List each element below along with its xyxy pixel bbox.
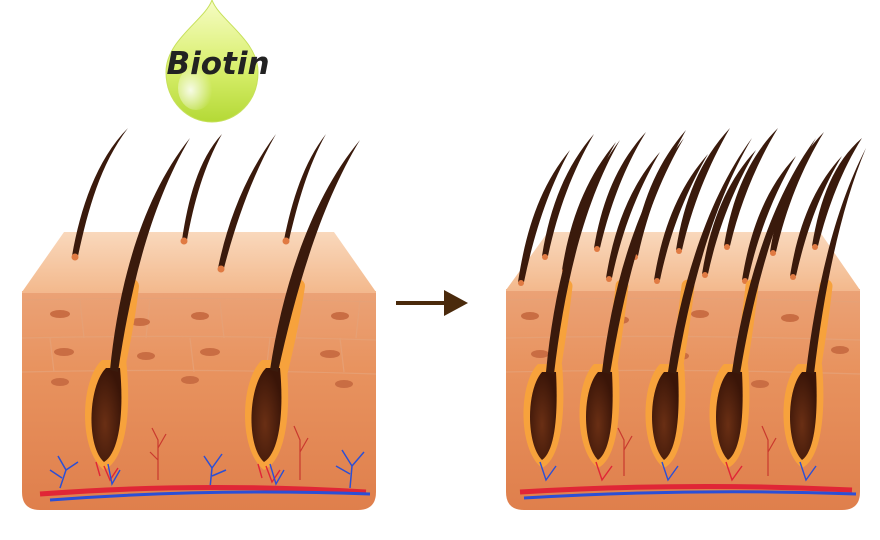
follicle-after-1 xyxy=(523,140,620,482)
artery-after xyxy=(519,483,853,495)
arrow-head-icon xyxy=(444,290,468,316)
capillaries-after xyxy=(617,425,777,476)
drop-label: Biotin xyxy=(166,46,269,82)
skin-surface-before xyxy=(22,232,376,292)
surface-hairs-before xyxy=(71,128,326,273)
surface-hairs-after xyxy=(518,128,862,286)
hair-shaft xyxy=(218,134,276,268)
skin-section-before xyxy=(22,292,376,510)
skin-cells-before xyxy=(50,310,353,388)
follicle-before-2 xyxy=(245,140,360,486)
capillaries-before xyxy=(149,425,309,480)
drop-shine xyxy=(178,66,214,110)
hair-shaft xyxy=(284,134,326,240)
veins-branches-before xyxy=(49,449,365,489)
follicle-after-5 xyxy=(783,148,866,482)
hair-shaft xyxy=(110,138,190,372)
follicle-after-2 xyxy=(579,138,684,482)
hair-shaft xyxy=(182,134,222,240)
skin-block-after xyxy=(505,128,866,510)
follicle-after-3 xyxy=(645,138,752,482)
follicle-before-1 xyxy=(85,138,190,486)
biotin-drop: Biotin xyxy=(165,0,270,123)
hair-shaft xyxy=(72,128,128,256)
follicle-after-4 xyxy=(709,138,816,482)
vein-before xyxy=(49,490,371,502)
hair-shaft xyxy=(270,140,360,372)
vein-after xyxy=(523,490,857,500)
transition-arrow xyxy=(396,290,468,316)
artery-before xyxy=(39,484,367,497)
skin-block-before xyxy=(21,128,377,510)
